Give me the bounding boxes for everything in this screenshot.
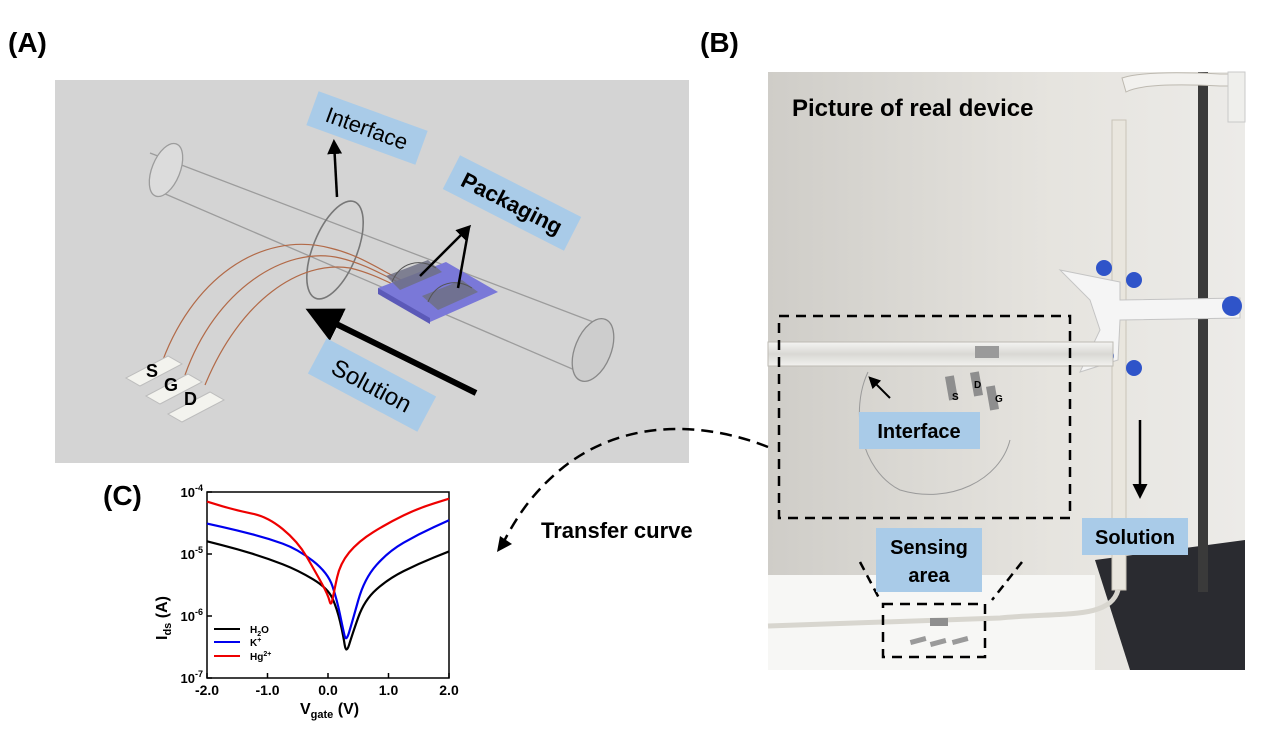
photo-title: Picture of real device — [792, 95, 1033, 122]
panel-c-letter: (C) — [103, 480, 142, 511]
legend-h2o: H2O — [250, 625, 269, 638]
inset-chips: S D G — [944, 371, 1003, 411]
y-axis-title: Ids (A) — [154, 596, 174, 640]
x-ticks: -2.0 -1.0 0.0 1.0 2.0 — [195, 673, 459, 698]
glass-tube — [148, 142, 615, 382]
x-tick-label: -2.0 — [195, 682, 219, 698]
x-tick-label: 0.0 — [318, 682, 338, 698]
inset-wires — [858, 371, 1011, 495]
connector-arrow — [500, 427, 769, 546]
x-tick-label: -1.0 — [255, 682, 279, 698]
pad-label-s: S — [146, 361, 158, 381]
panel-c: (C) -2.0 -1.0 0.0 1.0 2.0 10-4 10-5 10-6 10-7 V… — [103, 480, 459, 721]
sensing-label-line2: area — [908, 565, 950, 587]
legend-k: K+ — [250, 637, 261, 649]
chip-label-s: S — [952, 392, 959, 403]
curves — [206, 497, 450, 651]
panel-a-arrows — [305, 139, 478, 396]
solution-tag-b: Solution — [1082, 518, 1188, 555]
panel-b: (B) S D — [700, 27, 1246, 670]
connector-arrowhead — [497, 536, 512, 552]
y-tick-label: 10-5 — [181, 545, 203, 562]
x-tick-label: 2.0 — [439, 682, 459, 698]
sensing-label-line1: Sensing — [890, 537, 968, 559]
reservoir — [1227, 71, 1246, 123]
interface-label-b: Interface — [877, 421, 960, 443]
y-tick-label: 10-6 — [181, 607, 203, 624]
inset-arrow — [868, 376, 891, 399]
pad-label-g: G — [164, 375, 178, 395]
sensing-chips — [909, 618, 969, 647]
pad-label-d: D — [184, 389, 197, 409]
transfer-curve-label: Transfer curve — [541, 518, 693, 543]
y-axis-main: I — [154, 636, 171, 640]
sensing-area-box — [881, 602, 987, 659]
contact-pads: S G D — [124, 355, 226, 423]
chip-label-d: D — [974, 380, 981, 391]
interface-tag-b: Interface — [859, 412, 980, 449]
x-axis-sub: gate — [311, 709, 334, 721]
panel-a: (A) S G D — [8, 27, 689, 463]
curve-hg — [206, 497, 450, 605]
x-axis-main: V — [300, 701, 311, 718]
sensing-guide-left — [858, 561, 882, 601]
plot-frame — [206, 491, 450, 679]
y-tick-label: 10-7 — [181, 669, 203, 686]
y-tick-label: 10-4 — [181, 483, 203, 500]
outlet-tube — [767, 589, 1121, 629]
interface-inset-box — [777, 314, 1072, 520]
y-axis-unit: (A) — [154, 596, 171, 623]
x-axis-unit: (V) — [333, 701, 359, 718]
stand-rod — [1198, 72, 1208, 592]
panel-b-letter: (B) — [700, 27, 739, 58]
curve-h2o — [206, 540, 450, 651]
curve-k — [206, 519, 450, 640]
tube-chip — [975, 346, 999, 358]
legend-hg: Hg2+ — [250, 651, 271, 663]
x-tick-label: 1.0 — [379, 682, 399, 698]
panel-a-letter: (A) — [8, 27, 47, 58]
y-ticks: 10-4 10-5 10-6 10-7 — [181, 483, 212, 686]
sensing-area-tag: Sensing area — [876, 528, 982, 592]
sensing-guide-right — [991, 561, 1023, 601]
device-packaging — [378, 260, 498, 324]
chip-label-g: G — [995, 394, 1003, 405]
solution-label-b: Solution — [1095, 527, 1175, 549]
x-axis-title: Vgate (V) — [300, 701, 359, 721]
legend: H2O K+ Hg2+ — [214, 625, 271, 663]
horizontal-tube — [767, 341, 1114, 367]
y-axis-sub: ds — [162, 623, 174, 636]
interface-tag-a: Interface — [306, 91, 428, 165]
